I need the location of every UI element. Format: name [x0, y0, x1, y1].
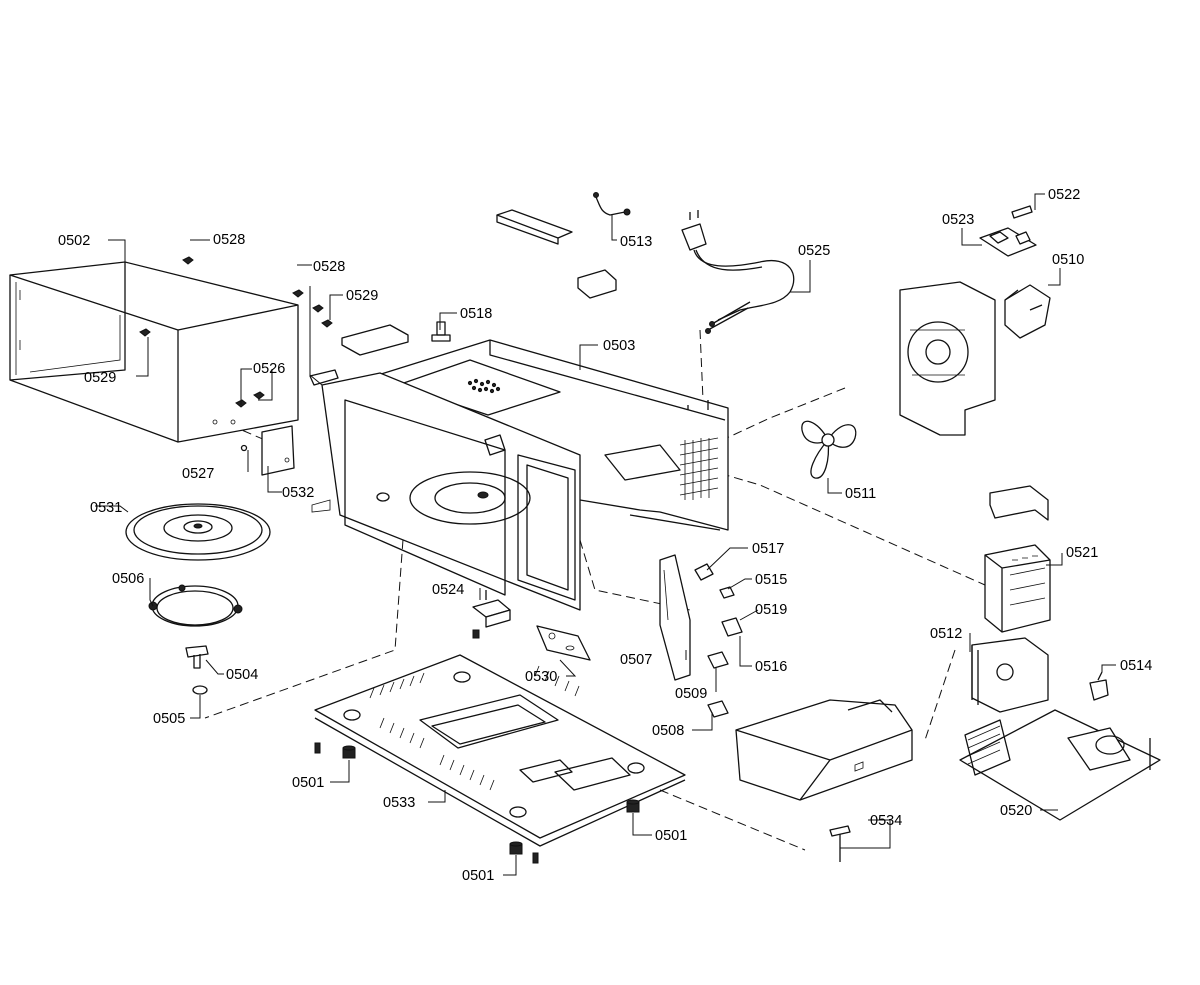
label-0511: 0511 [845, 486, 876, 502]
foot-icon [342, 745, 356, 759]
fan-motor-housing [899, 281, 1051, 436]
turntable-tray [125, 503, 271, 561]
lamp-0514 [1089, 671, 1109, 701]
label-0521: 0521 [1066, 545, 1098, 561]
feet [314, 742, 640, 864]
label-0523: 0523 [942, 212, 974, 228]
bracket-0530 [536, 625, 591, 661]
label-0528: 0528 [313, 259, 345, 275]
control-chassis [959, 709, 1161, 821]
label-0525: 0525 [798, 243, 830, 259]
label-0501: 0501 [292, 775, 324, 791]
label-0514: 0514 [1120, 658, 1152, 674]
leader-lines [95, 193, 1116, 876]
label-0501: 0501 [462, 868, 494, 884]
screw-icon [253, 391, 265, 400]
washer [192, 685, 208, 695]
turntable-motor [472, 590, 511, 639]
label-0516: 0516 [755, 659, 787, 675]
oven-cavity [309, 339, 729, 611]
high-voltage-transformer [984, 485, 1051, 633]
thermal-cutout-0534 [829, 825, 851, 862]
label-0529: 0529 [346, 288, 378, 304]
label-0510: 0510 [1052, 252, 1084, 268]
waveguide-cover [261, 425, 295, 476]
part-block [577, 269, 617, 299]
outer-case [9, 261, 299, 443]
roller-ring [148, 584, 243, 627]
label-0507: 0507 [620, 652, 652, 668]
power-cord [681, 210, 795, 334]
bracket-0529 [341, 324, 409, 356]
label-0524: 0524 [432, 582, 464, 598]
screw-icon [312, 304, 324, 313]
screw-icon [314, 742, 321, 754]
label-0519: 0519 [755, 602, 787, 618]
label-0504: 0504 [226, 667, 258, 683]
label-0534: 0534 [870, 813, 902, 829]
label-0522: 0522 [1048, 187, 1080, 203]
part-0513-bracket [496, 209, 573, 245]
callout-labels: 0502 0528 0528 0529 0529 0526 0527 0532 … [58, 187, 1152, 884]
part-0513-wire [593, 192, 631, 216]
foot-icon [509, 841, 523, 855]
label-0518: 0518 [460, 306, 492, 322]
label-0513: 0513 [620, 234, 652, 250]
fan-blade [801, 420, 857, 479]
screw-icon [139, 328, 151, 337]
label-0520: 0520 [1000, 803, 1032, 819]
screw-icon [292, 289, 304, 298]
screw-icon [182, 256, 194, 265]
label-0508: 0508 [652, 723, 684, 739]
vent-grid [679, 437, 719, 500]
label-0502: 0502 [58, 233, 90, 249]
foot-icon [626, 799, 640, 813]
label-0509: 0509 [675, 686, 707, 702]
switch-0509 [707, 651, 729, 669]
label-0505: 0505 [153, 711, 185, 727]
control-panel-bracket [735, 699, 913, 801]
screw-icon [532, 852, 539, 864]
magnetron [971, 637, 1049, 713]
label-0501: 0501 [655, 828, 687, 844]
label-0506: 0506 [112, 571, 144, 587]
label-0533: 0533 [383, 795, 415, 811]
perforation-dots [467, 378, 501, 394]
label-0531: 0531 [90, 500, 122, 516]
base-plate [314, 654, 686, 847]
label-0530: 0530 [525, 669, 557, 685]
noise-filter-board [979, 227, 1037, 257]
label-0526: 0526 [253, 361, 285, 377]
switch-0508 [707, 700, 729, 718]
fuse-0522 [1011, 205, 1033, 219]
label-0532: 0532 [282, 485, 314, 501]
label-0529: 0529 [84, 370, 116, 386]
coupler [185, 645, 209, 669]
screw-icon [321, 319, 333, 328]
switch-0515 [719, 586, 735, 599]
door-latch-frame [659, 554, 691, 681]
clip-0527 [240, 444, 248, 452]
label-0515: 0515 [755, 572, 787, 588]
label-0528: 0528 [213, 232, 245, 248]
label-0527: 0527 [182, 466, 214, 482]
vent-slots [369, 665, 580, 791]
label-0503: 0503 [603, 338, 635, 354]
label-0517: 0517 [752, 541, 784, 557]
latch-0518 [431, 321, 451, 342]
label-0512: 0512 [930, 626, 962, 642]
switch-0519 [721, 617, 743, 637]
